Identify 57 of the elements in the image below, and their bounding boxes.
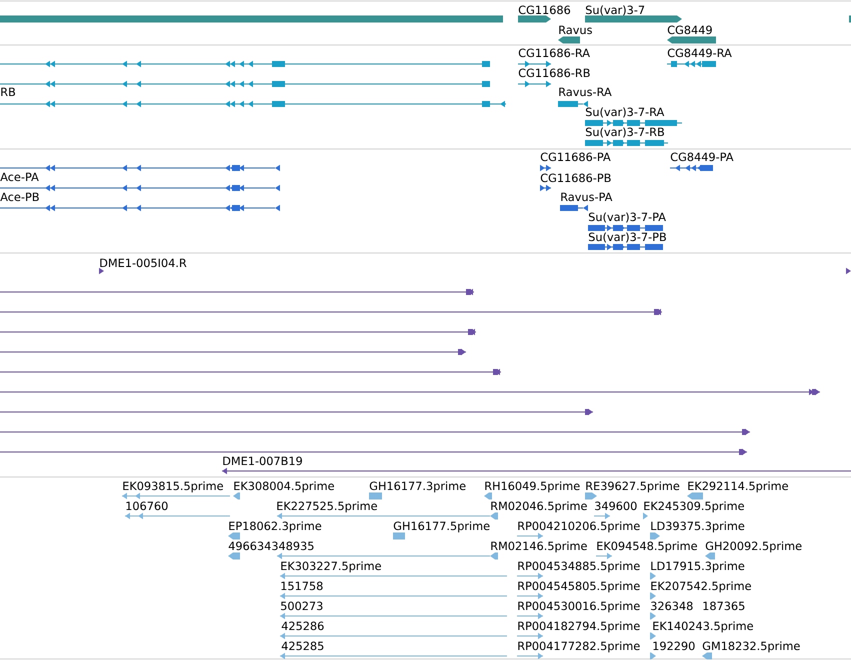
feature-label: RM02146.5prime — [491, 541, 587, 552]
feature-label: LD17915.3prime — [651, 561, 744, 572]
feature-label: EK227525.5prime — [277, 501, 377, 512]
feature-label: CG8449 — [668, 26, 712, 34]
feature-label: EP18062.3prime — [229, 521, 322, 532]
feature-label: EK207542.5prime — [651, 581, 751, 592]
feature-label: CG11686-PA — [540, 152, 611, 162]
feature-label: GH16177.5prime — [394, 521, 490, 532]
feature-label: Ace-PA — [0, 172, 39, 182]
feature-label: CG11686-PB — [540, 174, 611, 182]
feature-label: 326348 — [651, 602, 693, 610]
feature-label: Su(var)3-7-RA — [586, 107, 664, 118]
feature-label: DME1-007B19 — [223, 456, 302, 466]
feature-label: CG11686-RA — [518, 48, 590, 58]
feature-label: Su(var)3-7-RB — [586, 127, 664, 138]
feature-label: Su(var)3-7 — [586, 5, 644, 16]
feature-label: Su(var)3-7-PA — [588, 212, 666, 222]
feature-label: EK303227.5prime — [281, 561, 381, 572]
feature-label: CG11686-RB — [518, 68, 590, 78]
feature-label: RP004545805.5prime — [518, 581, 640, 592]
feature-label: 496634348935 — [228, 542, 314, 550]
feature-label: RM02046.5prime — [491, 501, 587, 512]
feature-label: Ravus-RA — [559, 88, 612, 96]
feature-label: RP004182794.5prime — [518, 621, 640, 632]
feature-label: RP004534885.5prime — [518, 561, 640, 572]
feature-label: RB — [1, 88, 15, 96]
feature-label: EK093815.5prime — [123, 481, 223, 492]
feature-label: GH20092.5prime — [706, 541, 802, 552]
feature-label: DME1-005I04.R — [100, 258, 186, 268]
feature-label: Ravus — [559, 26, 592, 34]
feature-label: RH16049.5prime — [485, 481, 580, 492]
feature-label: GH16177.3prime — [370, 481, 466, 492]
feature-label: 349600 — [595, 502, 637, 510]
feature-label: EK140243.5prime — [653, 621, 753, 632]
feature-label: 425286 — [282, 622, 324, 630]
feature-label: 187365 — [703, 602, 744, 610]
feature-label: RP004210206.5prime — [518, 521, 640, 532]
feature-label: CG8449-PA — [670, 152, 734, 162]
feature-label: GM18232.5prime — [702, 641, 800, 652]
feature-label: RP004530016.5prime — [518, 601, 640, 612]
feature-label: Su(var)3-7-PB — [588, 232, 666, 242]
feature-label: 192290 — [653, 642, 695, 650]
feature-label: EK245309.5prime — [644, 501, 744, 512]
feature-label: Ace-PB — [0, 192, 39, 202]
feature-label: CG11686 — [518, 6, 570, 14]
feature-label: 500273 — [281, 602, 322, 610]
feature-label: 425285 — [282, 642, 324, 650]
feature-label: 106760 — [126, 502, 168, 510]
feature-label: RE39627.5prime — [586, 481, 680, 492]
feature-label: RP004177282.5prime — [518, 641, 640, 652]
feature-label: 151758 — [281, 582, 323, 590]
feature-label: CG8449-RA — [668, 48, 732, 58]
feature-label: EK094548.5prime — [597, 541, 697, 552]
feature-label: LD39375.3prime — [651, 521, 744, 532]
feature-label: Ravus-PA — [561, 192, 612, 202]
feature-label: EK292114.5prime — [688, 481, 788, 492]
feature-label: EK308004.5prime — [234, 481, 334, 492]
